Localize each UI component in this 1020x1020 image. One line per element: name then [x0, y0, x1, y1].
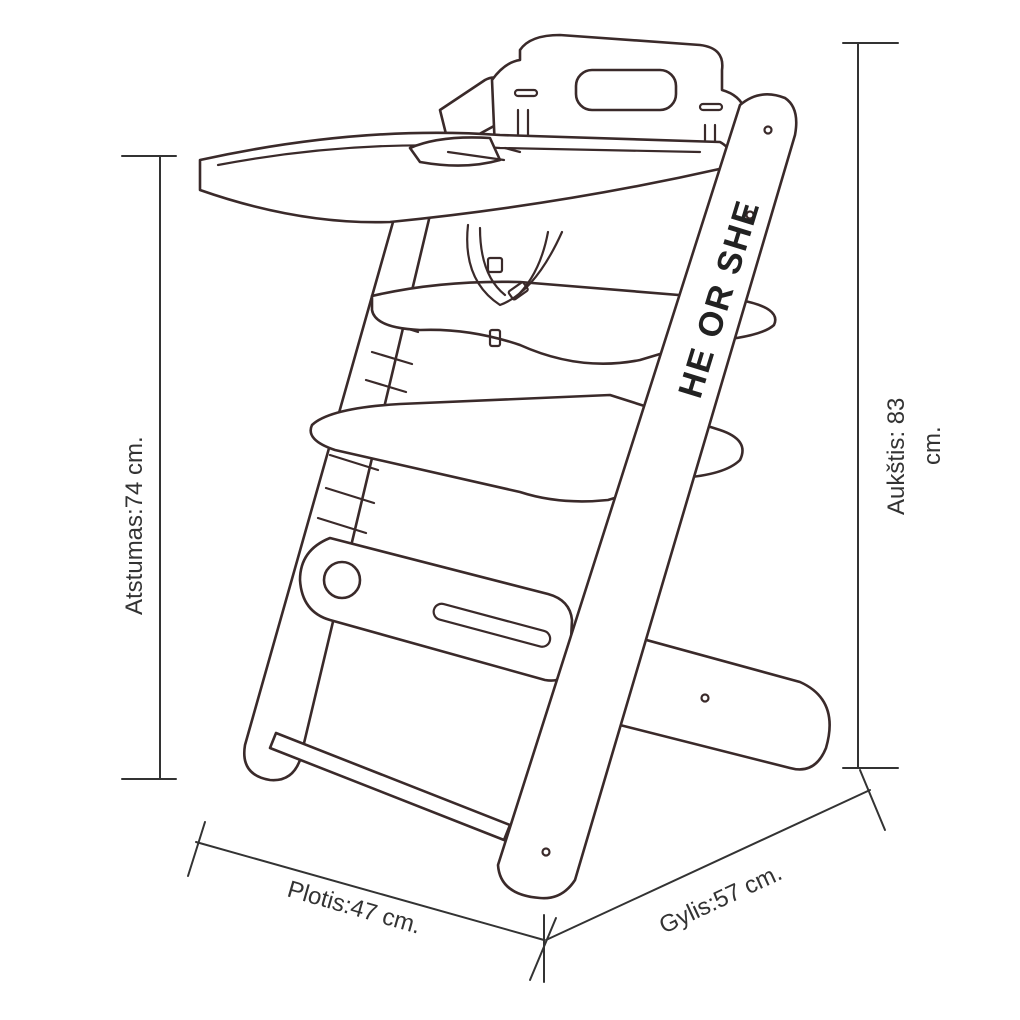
height-unit: cm.: [919, 426, 946, 465]
width-label: Plotis:47 cm.: [284, 876, 424, 940]
bottom-footrest-bar: [268, 731, 512, 842]
harness: [466, 223, 564, 348]
width-dimension: Plotis:47 cm.: [187, 821, 545, 941]
chair-back-frame: [438, 33, 747, 162]
seat-distance-dimension: Atstumas:74 cm.: [121, 155, 177, 780]
rear-base-foot: [598, 628, 831, 771]
left-side-rail: [242, 213, 432, 782]
depth-label: Gylis:57 cm.: [655, 859, 786, 939]
lower-crossbar: [298, 536, 574, 682]
height-label: Aukštis: 83: [883, 398, 910, 515]
height-dimension: Aukštis: 83 cm.: [842, 42, 946, 769]
tray: [198, 131, 732, 224]
seat-distance-label: Atstumas:74 cm.: [121, 436, 148, 615]
